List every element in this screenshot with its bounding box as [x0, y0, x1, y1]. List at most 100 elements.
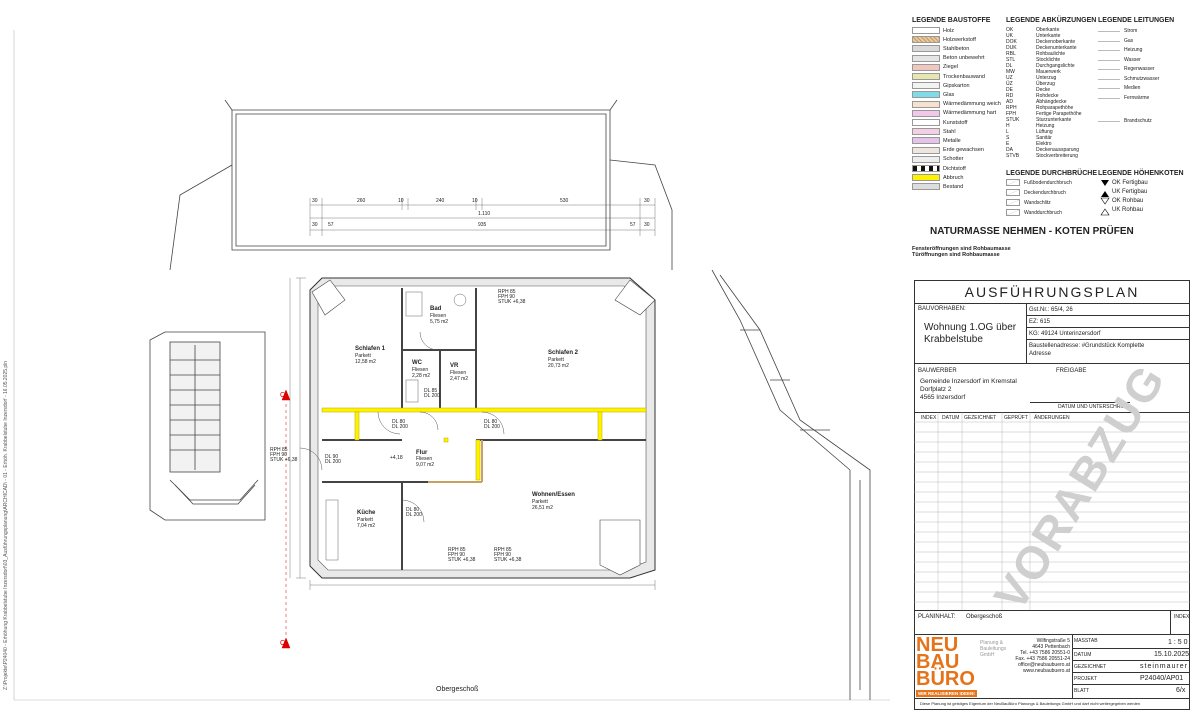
material-swatch: [912, 128, 940, 136]
line-label: Regenwasser: [1124, 66, 1155, 72]
room-name: Bad: [430, 306, 442, 312]
opening-label: Wanddurchbruch: [1024, 210, 1062, 216]
material-swatch: [912, 45, 940, 53]
line-label: Wasser: [1124, 56, 1141, 63]
section-label: C: [280, 640, 286, 647]
material-swatch: [912, 155, 940, 163]
room-floor: Parkett: [532, 499, 548, 505]
dim-label: 30: [312, 198, 318, 204]
dim-label: 30: [644, 222, 650, 228]
room-name: VR: [450, 363, 459, 369]
planinhalt-label: PLANINHALT:: [918, 614, 956, 620]
material-label: Stahlbeton: [943, 45, 970, 52]
opening-swatch: [1006, 179, 1020, 186]
rev-header: DATUM: [942, 415, 960, 421]
room-name: Küche: [357, 510, 376, 516]
room-name: Wohnen/Essen: [532, 492, 575, 498]
material-swatch: [912, 82, 940, 90]
bauwerber3: 4565 Inzersdorf: [920, 394, 966, 401]
company-web: www.neubaubuero.at: [1023, 668, 1070, 674]
stair-tower: [149, 331, 266, 521]
abbr-value: Unterkante: [1036, 33, 1061, 39]
opening-label: Wandschlitz: [1024, 200, 1051, 206]
company-sub: Bauleitungs: [980, 646, 1007, 652]
opening-swatch: [1006, 199, 1020, 206]
dim-label: 240: [436, 198, 445, 204]
ez: EZ: 615: [1029, 319, 1051, 325]
dim-label: 30: [644, 198, 650, 204]
line-sample: [1098, 31, 1120, 32]
title-block: [914, 280, 1190, 710]
room-name: WC: [412, 360, 422, 366]
abbr-key: RD: [1006, 93, 1014, 99]
material-swatch: [912, 36, 940, 44]
room-floor: Fliesen: [430, 313, 447, 319]
kg: KG: 49124 Unterinzersdorf: [1029, 331, 1101, 337]
room-floor: Fliesen: [412, 367, 429, 373]
legend-abbr-title: LEGENDE ABKÜRZUNGEN: [1006, 17, 1097, 24]
dim-label: 530: [560, 198, 569, 204]
address1: Baustellenadresse: #Grundstück Komplette: [1029, 343, 1145, 349]
room-name: Schlafen 1: [355, 346, 386, 352]
room-name: Flur: [416, 450, 428, 456]
material-label: Kunststoff: [943, 119, 968, 126]
abbr-value: Fertige Parapethöhe: [1036, 111, 1082, 117]
abbr-key: UZ: [1006, 75, 1013, 81]
material-swatch: [912, 146, 940, 154]
company-sub: Planung &: [980, 640, 1004, 646]
abbr-key: S: [1006, 135, 1010, 141]
legend-materials-title: LEGENDE BAUSTOFFE: [912, 17, 991, 24]
bauwerber1: Gemeinde Inzersdorf im Kremstal: [920, 378, 1017, 385]
room-area: 5,75 m2: [430, 319, 449, 325]
room-area: 7,04 m2: [357, 523, 376, 529]
line-sample: [1098, 40, 1120, 42]
project-line1: Wohnung 1.OG über: [924, 322, 1017, 333]
blatt-value: 6/x: [1176, 687, 1186, 694]
material-swatch: [912, 63, 940, 71]
rev-header: GEZEICHNET: [964, 415, 997, 421]
material-label: Glas: [943, 91, 955, 98]
room-floor: Fliesen: [416, 456, 433, 462]
abbr-key: AD: [1006, 99, 1013, 105]
section-marks: [281, 389, 291, 649]
abbr-key: MW: [1006, 69, 1015, 75]
company-fax: Fax. +43 7586 20551-24: [1015, 656, 1070, 662]
line-sample: [1098, 121, 1120, 122]
abbr-value: Mauerwerk: [1036, 69, 1061, 75]
section-label: C: [280, 392, 286, 399]
room-area: 12,58 m2: [355, 359, 376, 365]
abbr-value: Sturzunterkante: [1036, 117, 1072, 123]
room-name: Schlafen 2: [548, 350, 579, 356]
massstab-label: MASSTAB: [1074, 638, 1098, 644]
line-label: Medien: [1124, 85, 1141, 91]
opening-label: Fußbodendurchbruch: [1024, 180, 1072, 186]
freigabe-label: FREIGABE: [1056, 368, 1087, 374]
dim-label: 57: [328, 222, 334, 228]
footer-note: Diese Planung ist geistiges Eigentum der…: [920, 701, 1141, 706]
material-label: Holzwerkstoff: [943, 36, 976, 43]
abbr-value: Rohdecke: [1036, 93, 1059, 99]
abbr-key: STL: [1006, 57, 1016, 63]
material-label: Bestand: [943, 183, 964, 190]
line-sample: [1098, 50, 1120, 51]
material-swatch: [912, 27, 940, 34]
legend-lines-title: LEGENDE LEITUNGEN: [1098, 17, 1175, 24]
room-area: 2,47 m2: [450, 376, 469, 382]
company-logo: NEU BAU BÜRO WIR REALISIEREN IDEEN!: [916, 634, 977, 697]
material-label: Wärmedämmung hart: [943, 110, 997, 117]
abbr-value: Rohparapethöhe: [1036, 105, 1074, 111]
abbr-value: Elektro: [1036, 141, 1052, 147]
legend-height-item: UK Rohbau: [1112, 207, 1144, 213]
company-street: Wilfingstraße 5: [1036, 638, 1070, 644]
room-floor: Parkett: [357, 517, 373, 523]
rev-header: INDEX: [921, 415, 937, 421]
abbr-key: RBL: [1006, 51, 1016, 57]
abbr-key: ÜZ: [1006, 81, 1013, 87]
dim-label: 935: [478, 222, 487, 228]
company-city: 4643 Pettenbach: [1032, 644, 1070, 650]
abbr-key: DL: [1006, 63, 1013, 69]
roof-outline: [169, 99, 673, 271]
